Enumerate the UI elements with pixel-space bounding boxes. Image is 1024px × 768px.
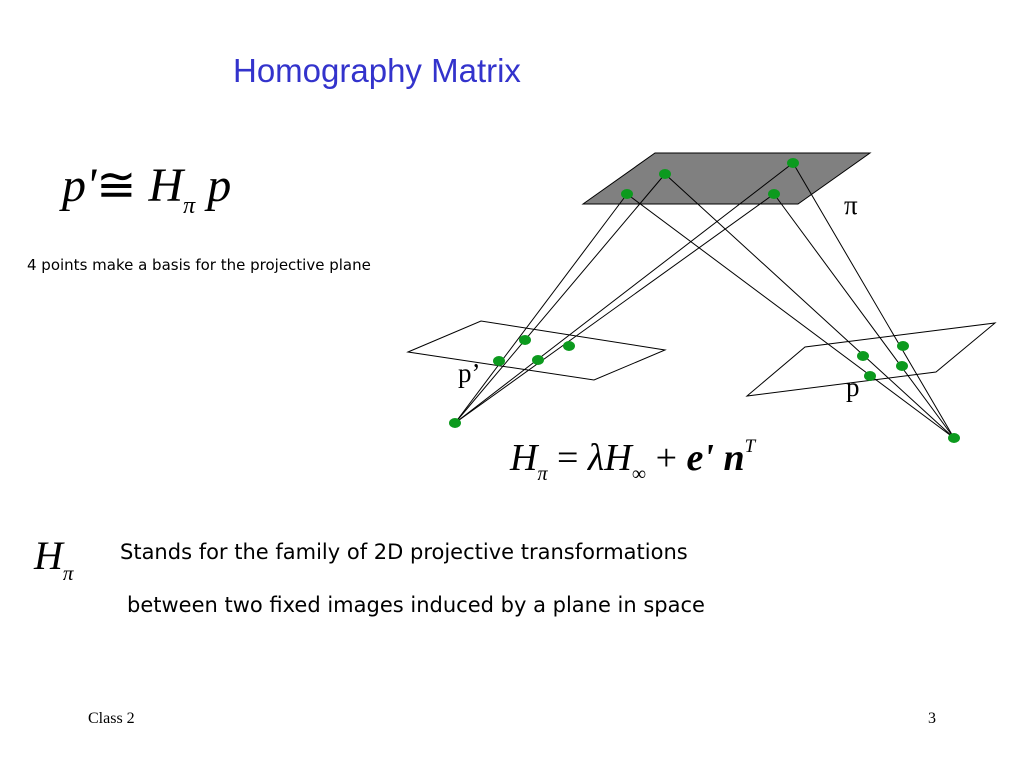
e-prime-symbol: e' [686, 437, 714, 479]
n-symbol: n [723, 437, 745, 479]
lambda-symbol: λ [587, 437, 605, 479]
right-image-point [864, 371, 876, 381]
description-line-1: Stands for the family of 2D projective t… [120, 540, 688, 564]
right-image-point [897, 341, 909, 351]
pi-subscript: π [537, 463, 548, 485]
p-symbol: p [207, 159, 232, 212]
plane-point [787, 158, 799, 168]
p-prime-symbol: p' [62, 159, 97, 212]
h-symbol: H [510, 437, 538, 479]
world-plane [581, 152, 872, 205]
left-image-label: p’ [458, 358, 481, 388]
left-image-point [563, 341, 575, 351]
plane-label: π [844, 190, 858, 220]
transpose-superscript: T [744, 436, 756, 457]
description-line-2: between two fixed images induced by a pl… [127, 593, 705, 617]
left-camera-center [449, 418, 461, 428]
h-symbol: H [34, 533, 63, 578]
plus-symbol: + [655, 437, 678, 479]
footer-class-label: Class 2 [88, 710, 135, 727]
plane-point [659, 169, 671, 179]
homography-equation: p'≅ Hπ p [62, 159, 232, 219]
left-image-point [519, 335, 531, 345]
right-image-point [857, 351, 869, 361]
slide-title: Homography Matrix [233, 52, 521, 89]
right-projection-rays [626, 162, 955, 439]
left-image-point [493, 356, 505, 366]
congruent-symbol: ≅ [96, 159, 137, 212]
plane-point [621, 189, 633, 199]
infinity-subscript: ∞ [631, 463, 647, 485]
right-image-label: p [846, 372, 860, 402]
pi-subscript: π [62, 561, 74, 585]
pi-subscript: π [183, 193, 196, 219]
h-pi-symbol: Hπ [34, 536, 73, 584]
left-projection-rays [454, 162, 794, 424]
right-image-point [896, 361, 908, 371]
basis-note: 4 points make a basis for the projective… [27, 256, 371, 274]
h-symbol: H [148, 159, 184, 212]
left-image-point [532, 355, 544, 365]
equals-symbol: = [556, 437, 579, 479]
correspondence-points [449, 158, 960, 443]
page-number: 3 [928, 710, 936, 727]
right-image-plane [745, 322, 997, 397]
right-camera-center [948, 433, 960, 443]
left-image-plane [406, 320, 667, 381]
homography-decomposition: Hπ = λH∞ + e' nT [510, 437, 755, 484]
h-infinity-symbol: H [604, 437, 632, 479]
plane-point [768, 189, 780, 199]
